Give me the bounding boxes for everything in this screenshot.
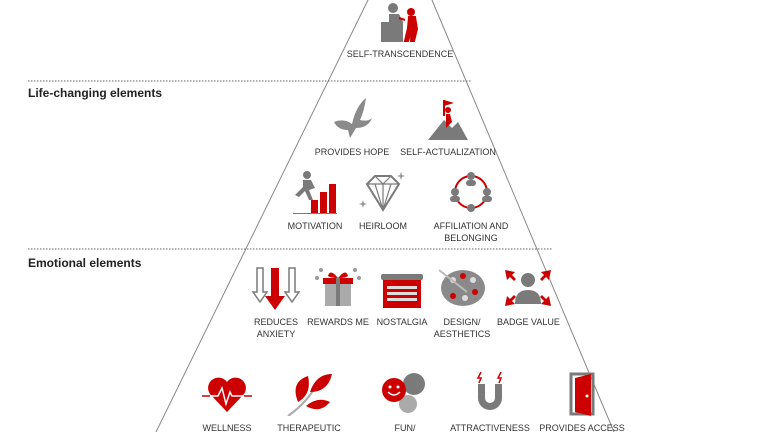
magnet-icon <box>476 372 503 410</box>
element-label: WELLNESS <box>202 423 252 433</box>
element-provides-access: PROVIDES ACCESS <box>527 372 637 434</box>
element-label: PROVIDES HOPE <box>314 147 390 157</box>
pyramid-right-edge <box>431 0 615 432</box>
element-provides-hope: PROVIDES HOPE <box>297 96 407 158</box>
element-label: REWARDS ME <box>307 317 369 327</box>
section-label-emotional: Emotional elements <box>28 256 142 270</box>
element-design-aesthetics: DESIGN/ AESTHETICS <box>431 266 493 340</box>
element-label: AFFILIATION AND BELONGING <box>433 221 509 243</box>
smiley-bubbles-icon <box>382 373 425 413</box>
element-self-actualization: SELF-ACTUALIZATION <box>393 96 503 158</box>
heart-pulse-icon <box>202 377 252 412</box>
element-reduces-anxiety: REDUCES ANXIETY <box>245 266 307 340</box>
runner-steps-icon <box>293 171 337 214</box>
element-motivation: MOTIVATION <box>260 170 370 232</box>
element-nostalgia: NOSTALGIA <box>371 266 433 328</box>
people-circle-icon <box>450 172 492 212</box>
element-wellness: WELLNESS <box>172 372 282 434</box>
gift-icon <box>315 268 361 306</box>
leaves-icon <box>287 374 332 416</box>
element-label: ATTRACTIVENESS <box>450 423 530 433</box>
element-rewards-me: REWARDS ME <box>307 266 369 328</box>
element-label: FUN/ <box>394 423 416 433</box>
diamond-icon <box>359 172 405 212</box>
element-self-transcendence: SELF-TRANSCENDENCE <box>345 0 455 60</box>
dove-icon <box>334 98 372 138</box>
element-fun-entertainment: FUN/ <box>350 372 460 434</box>
element-label: THERAPEUTIC <box>277 423 341 433</box>
element-badge-value: BADGE VALUE <box>497 266 560 328</box>
element-label: REDUCES ANXIETY <box>253 317 298 339</box>
element-label: PROVIDES ACCESS <box>539 423 625 433</box>
element-label: SELF-TRANSCENDENCE <box>346 49 454 59</box>
helping-hand-climb-icon <box>381 3 419 42</box>
element-label: NOSTALGIA <box>376 317 428 327</box>
element-label: SELF-ACTUALIZATION <box>400 147 496 157</box>
element-therapeutic: THERAPEUTIC <box>254 372 364 434</box>
section-label-life-changing: Life-changing elements <box>28 86 163 100</box>
palette-icon <box>438 269 485 306</box>
element-label: MOTIVATION <box>287 221 343 231</box>
mountain-flag-icon <box>428 100 468 140</box>
pyramid-left-edge <box>155 0 369 432</box>
element-heirloom: HEIRLOOM <box>328 170 438 232</box>
open-door-icon <box>569 372 595 416</box>
person-badge-icon <box>505 270 551 306</box>
element-affiliation-and-belonging: AFFILIATION AND BELONGING <box>421 170 521 244</box>
element-label: HEIRLOOM <box>358 221 407 231</box>
element-label: DESIGN/ AESTHETICS <box>433 317 491 339</box>
element-attractiveness: ATTRACTIVENESS <box>435 372 545 434</box>
typewriter-icon <box>381 274 423 308</box>
element-label: BADGE VALUE <box>497 317 560 327</box>
down-arrows-icon <box>251 267 301 310</box>
